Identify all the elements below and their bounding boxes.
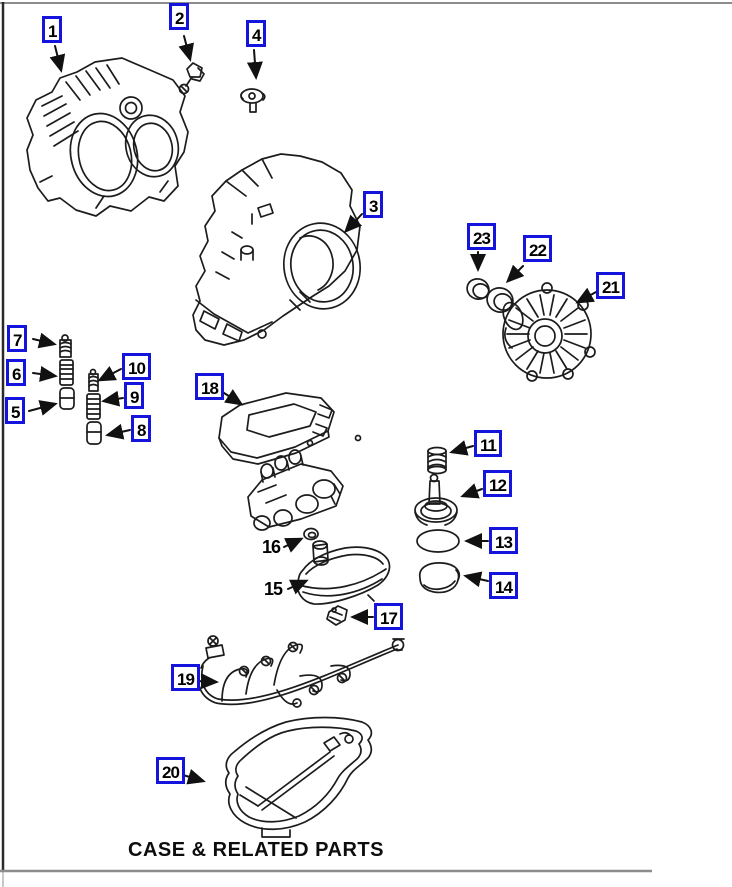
- seal-16-drawing: [303, 527, 319, 541]
- oil-pump-drawing: [502, 282, 596, 382]
- label-15: 15: [264, 579, 283, 599]
- valve-stack-right-drawing: [86, 368, 102, 445]
- callout-arrow-11: [449, 440, 474, 456]
- callout-3[interactable]: 3: [363, 191, 384, 218]
- callout-arrow-8: [105, 423, 131, 440]
- callout-arrow-9: [101, 390, 124, 407]
- callout-arrow-14: [463, 571, 489, 588]
- callout-2[interactable]: 2: [169, 3, 190, 30]
- callout-13[interactable]: 13: [489, 527, 518, 554]
- callout-arrows: [28, 35, 597, 785]
- callout-4[interactable]: 4: [246, 20, 267, 47]
- oil-pan-drawing: [224, 716, 373, 838]
- callout-17[interactable]: 17: [374, 603, 403, 630]
- clip-17-drawing: [326, 605, 348, 626]
- callout-arrow-1: [49, 45, 66, 73]
- seal-ring-22-drawing: [486, 287, 514, 313]
- callout-arrow-18: [220, 389, 244, 406]
- callout-arrow-12: [460, 483, 483, 499]
- valve-stack-left-drawing: [59, 334, 75, 410]
- callout-8[interactable]: 8: [131, 415, 152, 442]
- callout-21[interactable]: 21: [596, 272, 625, 299]
- wiring-harness-drawing: [197, 635, 405, 708]
- callout-20[interactable]: 20: [156, 757, 185, 784]
- callout-arrow-4: [246, 49, 263, 80]
- callout-arrow-5: [28, 400, 58, 416]
- transmission-case-drawing: [192, 153, 362, 346]
- callout-18[interactable]: 18: [195, 373, 224, 400]
- cap-14-drawing: [418, 562, 461, 594]
- valve-body-cover-drawing: [218, 392, 362, 465]
- callout-arrow-2: [178, 35, 194, 62]
- callout-6[interactable]: 6: [6, 359, 27, 386]
- callout-arrow-16: [283, 537, 304, 553]
- oil-filter-drawing: [296, 540, 391, 605]
- valve-body-drawing: [247, 449, 344, 531]
- callout-arrow-21: [575, 287, 597, 304]
- callout-11[interactable]: 11: [474, 430, 502, 457]
- callout-10[interactable]: 10: [122, 353, 151, 380]
- callout-12[interactable]: 12: [483, 470, 512, 497]
- callout-9[interactable]: 9: [124, 382, 145, 409]
- callout-arrow-6: [32, 366, 58, 382]
- callout-7[interactable]: 7: [7, 325, 28, 352]
- bell-housing-drawing: [26, 57, 189, 217]
- callout-22[interactable]: 22: [523, 235, 552, 262]
- bolt-4-drawing: [240, 88, 266, 113]
- callout-14[interactable]: 14: [489, 572, 518, 599]
- accumulator-piston-12-drawing: [414, 473, 458, 526]
- bolt-2-drawing: [178, 62, 205, 95]
- o-ring-13-drawing: [416, 529, 460, 553]
- callout-arrow-20: [182, 769, 206, 785]
- callout-19[interactable]: 19: [171, 664, 200, 691]
- callout-arrow-3: [343, 213, 363, 234]
- diagram-caption: CASE & RELATED PARTS: [128, 838, 384, 862]
- callout-arrow-22: [505, 264, 525, 284]
- callout-5[interactable]: 5: [5, 397, 26, 424]
- label-16: 16: [262, 537, 281, 557]
- callout-arrow-15: [287, 579, 309, 595]
- callout-arrow-10: [97, 365, 122, 382]
- callout-23[interactable]: 23: [467, 223, 496, 250]
- callout-arrow-7: [32, 332, 57, 349]
- callout-1[interactable]: 1: [42, 16, 63, 43]
- accumulator-spring-11-drawing: [427, 446, 447, 475]
